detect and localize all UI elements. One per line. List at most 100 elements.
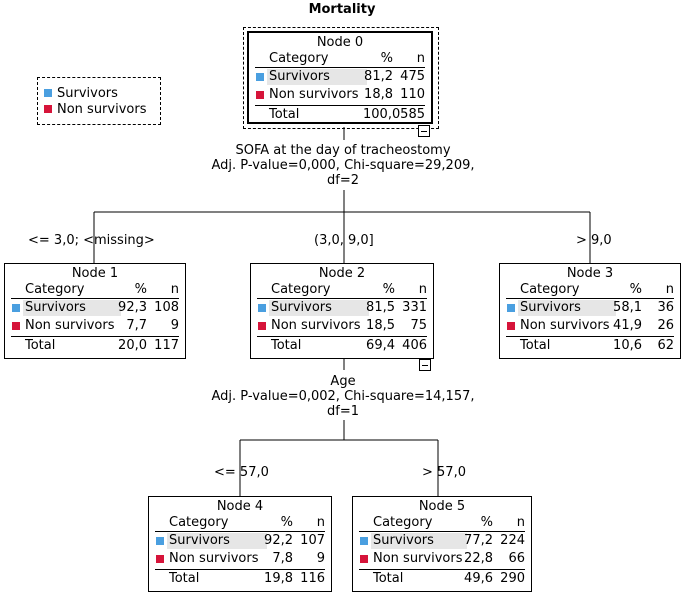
total-count: 116 (300, 571, 325, 586)
header-rule (506, 298, 674, 299)
row-count-non-survivors: 9 (316, 551, 325, 566)
row-percent-non-survivors: 41,9 (613, 318, 642, 333)
column-header-category: Category (25, 282, 85, 297)
column-header-percent: % (382, 282, 395, 297)
row-count-survivors: 36 (657, 300, 674, 315)
node-title: Node 5 (418, 499, 466, 514)
total-percent: 49,6 (464, 571, 493, 586)
node-2-collapse-toggle[interactable] (419, 359, 431, 371)
legend-item-survivors: Survivors (44, 85, 118, 101)
row-percent-non-survivors: 18,5 (366, 318, 395, 333)
row-percent-survivors: 92,2 (264, 533, 293, 548)
total-rule (359, 569, 525, 570)
survivors-swatch-icon (156, 537, 164, 545)
row-percent-non-survivors: 22,8 (464, 551, 493, 566)
column-header-percent: % (480, 515, 493, 530)
row-category-non-survivors: Non survivors (373, 551, 463, 566)
column-header-category: Category (373, 515, 433, 530)
row-category-non-survivors: Non survivors (271, 318, 361, 333)
total-label: Total (373, 571, 404, 586)
row-percent-survivors: 92,3 (118, 300, 147, 315)
total-label: Total (169, 571, 200, 586)
column-header-percent: % (629, 282, 642, 297)
total-percent: 10,6 (613, 338, 642, 353)
node-0-selection-outline (243, 27, 439, 129)
branch-label-node-2: (3,0, 9,0] (314, 233, 374, 248)
row-category-survivors: Survivors (373, 533, 434, 548)
non-survivors-swatch-icon (44, 105, 52, 113)
total-rule (257, 336, 427, 337)
row-count-non-survivors: 9 (170, 318, 179, 333)
column-header-n: n (316, 515, 325, 530)
split-1-variable: SOFA at the day of tracheostomy (235, 143, 451, 158)
row-percent-survivors: 77,2 (464, 533, 493, 548)
column-header-n: n (418, 282, 427, 297)
row-category-non-survivors: Non survivors (269, 87, 359, 102)
row-percent-survivors: 81,2 (364, 69, 393, 84)
survivors-swatch-icon (360, 537, 368, 545)
non-survivors-swatch-icon (507, 322, 515, 330)
total-label: Total (520, 338, 551, 353)
header-rule (257, 298, 427, 299)
survivors-swatch-icon (258, 304, 266, 312)
total-label: Total (269, 107, 300, 122)
branch-label-node-4: <= 57,0 (214, 465, 269, 480)
tree-title: Mortality (308, 2, 376, 17)
row-percent-survivors: 81,5 (366, 300, 395, 315)
row-percent-survivors: 58,1 (613, 300, 642, 315)
non-survivors-swatch-icon (256, 91, 264, 99)
split-2-df: df=1 (327, 404, 359, 419)
header-rule (359, 531, 525, 532)
row-count-survivors: 475 (400, 69, 425, 84)
split-2-label: Age Adj. P-value=0,002, Chi-square=14,15… (188, 374, 498, 419)
total-count: 117 (154, 338, 179, 353)
node-title: Node 1 (71, 266, 119, 281)
column-header-percent: % (280, 515, 293, 530)
split-2-variable: Age (330, 374, 356, 389)
header-rule (155, 531, 325, 532)
row-count-non-survivors: 110 (400, 87, 425, 102)
column-header-percent: % (134, 282, 147, 297)
total-rule (506, 336, 674, 337)
row-category-non-survivors: Non survivors (169, 551, 259, 566)
survivors-row-highlight (269, 300, 369, 316)
survivors-swatch-icon (12, 304, 20, 312)
non-survivors-swatch-icon (258, 322, 266, 330)
column-header-category: Category (169, 515, 229, 530)
row-percent-non-survivors: 7,8 (272, 551, 293, 566)
total-rule (155, 569, 325, 570)
column-header-category: Category (271, 282, 331, 297)
row-count-survivors: 331 (402, 300, 427, 315)
survivors-row-highlight (23, 300, 121, 316)
column-header-n: n (416, 51, 425, 66)
branch-label-node-5: > 57,0 (422, 465, 466, 480)
legend-item-non-survivors: Non survivors (44, 101, 146, 117)
split-1-df: df=2 (327, 173, 359, 188)
total-count: 290 (500, 571, 525, 586)
header-rule (255, 67, 425, 68)
survivors-row-highlight (267, 69, 367, 85)
row-count-survivors: 107 (300, 533, 325, 548)
row-count-non-survivors: 66 (508, 551, 525, 566)
total-label: Total (271, 338, 302, 353)
survivors-swatch-icon (256, 73, 264, 81)
legend: Survivors Non survivors (37, 77, 161, 125)
branch-label-node-1: <= 3,0; <missing> (28, 233, 155, 248)
total-count: 62 (657, 338, 674, 353)
row-percent-non-survivors: 18,8 (364, 87, 393, 102)
row-category-survivors: Survivors (520, 300, 581, 315)
node-0-collapse-toggle[interactable] (418, 125, 430, 137)
row-category-survivors: Survivors (169, 533, 230, 548)
row-percent-non-survivors: 7,7 (126, 318, 147, 333)
column-header-n: n (170, 282, 179, 297)
split-1-stats: Adj. P-value=0,000, Chi-square=29,209, (211, 158, 475, 173)
total-count: 406 (402, 338, 427, 353)
total-label: Total (25, 338, 56, 353)
